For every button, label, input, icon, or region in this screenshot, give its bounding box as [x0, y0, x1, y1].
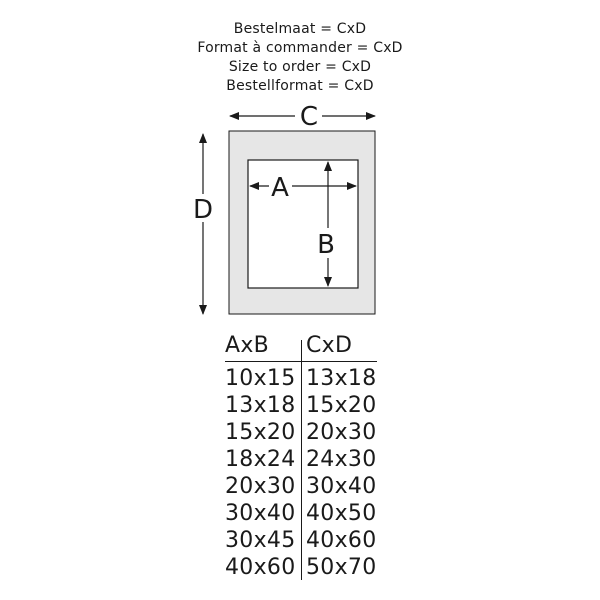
table-row-3-axb: 15x20 — [225, 420, 296, 445]
table-row-1-cxd: 13x18 — [306, 366, 377, 391]
table-row-5-axb: 20x30 — [225, 474, 296, 499]
table-header-cxd: CxD — [306, 333, 353, 358]
table-row-7-axb: 30x45 — [225, 528, 296, 553]
caption-line-en: Size to order = CxD — [228, 59, 372, 75]
outer-height-label-gap — [190, 194, 216, 222]
caption-line-de: Bestellformat = CxD — [226, 78, 374, 94]
table-row-4-cxd: 24x30 — [306, 447, 377, 472]
table-row-2-axb: 13x18 — [225, 393, 296, 418]
table-column-divider — [301, 340, 302, 580]
frame-diagram: C D A B — [190, 102, 376, 315]
caption-line-nl: Bestelmaat = CxD — [233, 21, 367, 37]
table-row-6-axb: 30x40 — [225, 501, 296, 526]
outer-width-label: C — [300, 102, 318, 132]
table-row-8-axb: 40x60 — [225, 555, 296, 580]
table-row-5-cxd: 30x40 — [306, 474, 377, 499]
table-row-7-cxd: 40x60 — [306, 528, 377, 553]
table-row-1-axb: 10x15 — [225, 366, 296, 391]
table-row-2-cxd: 15x20 — [306, 393, 377, 418]
inner-width-label: A — [271, 173, 289, 203]
frame-window — [247, 159, 359, 289]
table-row-4-axb: 18x24 — [225, 447, 296, 472]
inner-height-label: B — [317, 230, 335, 260]
table-row-6-cxd: 40x50 — [306, 501, 377, 526]
table-header-axb: AxB — [225, 333, 270, 358]
outer-height-label: D — [193, 195, 213, 225]
caption-line-fr: Format à commander = CxD — [197, 40, 403, 56]
table-row-8-cxd: 50x70 — [306, 555, 377, 580]
table-row-3-cxd: 20x30 — [306, 420, 377, 445]
